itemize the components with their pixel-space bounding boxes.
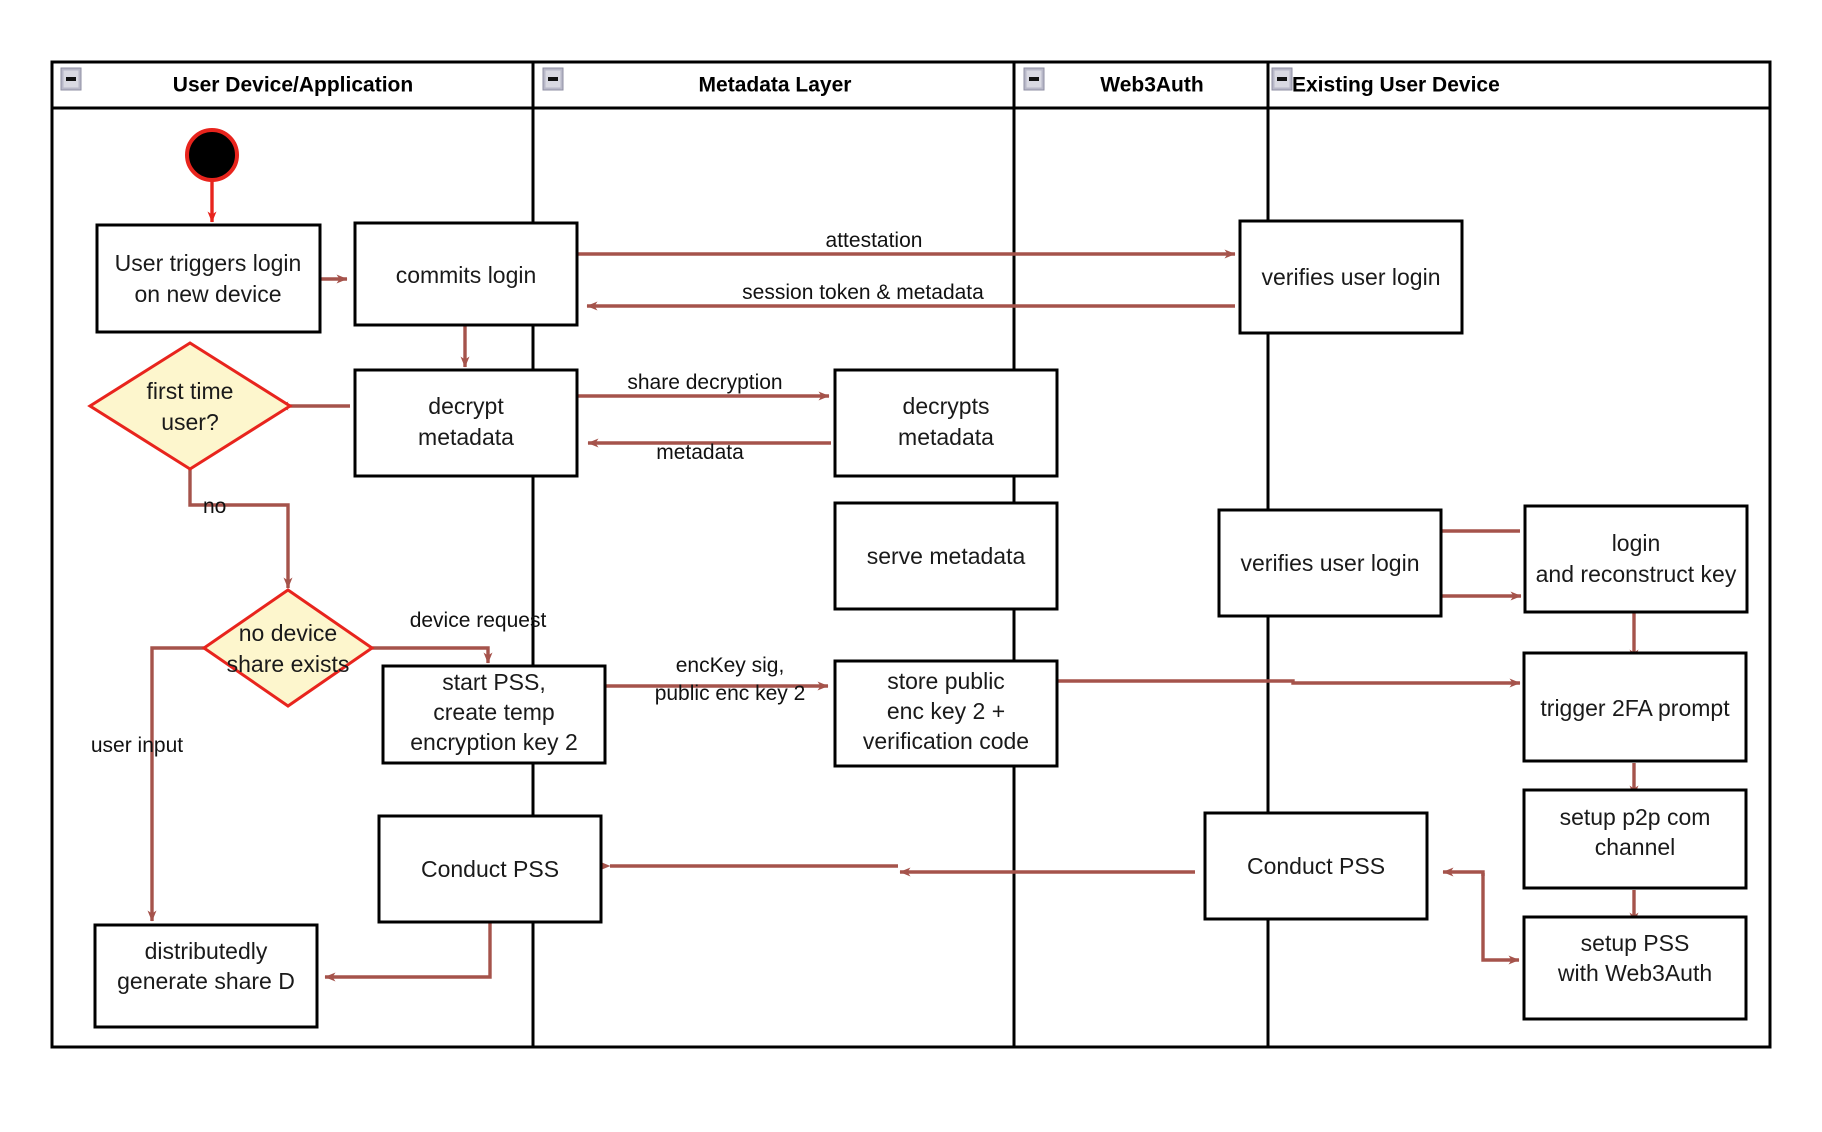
flow-branch-to-setuppss (1481, 873, 1520, 965)
node-conduct-pss-user[interactable]: Conduct PSS (377, 814, 603, 924)
lane-title-existing-device: Existing User Device (1292, 74, 1500, 97)
node-user-triggers-login[interactable]: User triggers login on new device (95, 223, 322, 334)
node-label-line1: distributedly (145, 938, 268, 964)
node-label-line2: share exists (227, 651, 350, 677)
minimize-icon[interactable] (60, 67, 82, 91)
node-label-line3: encryption key 2 (410, 729, 577, 755)
node-label-line2: channel (1595, 834, 1676, 860)
flow-conductpss-to-share-d (324, 922, 492, 982)
edge-label-enckey-1: encKey sig, (676, 654, 785, 677)
edge-label-session-token: session token & metadata (742, 281, 984, 304)
node-label-line2: with Web3Auth (1557, 960, 1712, 986)
node-label: Conduct PSS (1247, 853, 1385, 879)
edge-label-attestation: attestation (826, 229, 923, 252)
minimize-icon[interactable] (1271, 67, 1293, 91)
edge-label-share-decryption: share decryption (627, 371, 782, 394)
node-label-line1: decrypts (903, 393, 990, 419)
node-label: serve metadata (867, 543, 1026, 569)
node-label-line1: store public (887, 668, 1005, 694)
node-label-line2: generate share D (117, 968, 295, 994)
node-start-pss[interactable]: start PSS, create temp encryption key 2 (381, 664, 607, 765)
node-label-line3: verification code (863, 728, 1029, 754)
edge-label-no: no (203, 495, 226, 518)
node-commits-login[interactable]: commits login (353, 221, 579, 327)
node-label: Conduct PSS (421, 856, 559, 882)
edge-label-device-request: device request (410, 609, 547, 632)
edge-label-user-input: user input (91, 734, 183, 757)
node-verifies-user-login-2[interactable]: verifies user login (1217, 508, 1443, 618)
initial-node (185, 128, 239, 182)
node-setup-p2p-com-channel[interactable]: setup p2p com channel (1522, 788, 1748, 890)
node-login-and-reconstruct-key[interactable]: login and reconstruct key (1523, 504, 1749, 614)
node-label-line2: on new device (134, 281, 281, 307)
node-label: trigger 2FA prompt (1540, 695, 1730, 721)
node-serve-metadata[interactable]: serve metadata (833, 501, 1059, 611)
flow-device-request (372, 646, 493, 664)
node-label-line1: login (1612, 530, 1661, 556)
node-verifies-user-login-1[interactable]: verifies user login (1238, 219, 1464, 335)
node-store-public-enc-key[interactable]: store public enc key 2 + verification co… (833, 659, 1059, 768)
flow-no-branch (188, 466, 293, 589)
node-label-line1: no device (239, 620, 337, 646)
node-label-line1: setup p2p com (1560, 804, 1711, 830)
lane-title-web3auth: Web3Auth (1100, 74, 1203, 97)
node-conduct-pss-web3auth[interactable]: Conduct PSS (1203, 811, 1429, 921)
node-no-device-share-exists[interactable]: no device share exists (201, 588, 375, 708)
minimize-icon[interactable] (1023, 67, 1045, 91)
node-label-line2: create temp (433, 699, 554, 725)
node-distributedly-generate-share-d[interactable]: distributedly generate share D (93, 923, 319, 1029)
node-label-line2: and reconstruct key (1536, 561, 1737, 587)
lane-title-metadata: Metadata Layer (699, 74, 852, 97)
node-label-line1: first time (147, 378, 234, 404)
node-label-line2: user? (161, 409, 219, 435)
edge-label-enckey-2: public enc key 2 (655, 682, 806, 705)
node-label: commits login (396, 262, 537, 288)
node-label-line1: User triggers login (115, 250, 302, 276)
lane-header-user-device[interactable]: User Device/Application (60, 67, 413, 97)
node-label-line1: start PSS, (442, 669, 546, 695)
lane-header-web3auth[interactable]: Web3Auth (1023, 67, 1204, 97)
node-decrypt-metadata[interactable]: decrypt metadata (353, 368, 579, 478)
node-label: verifies user login (1241, 550, 1420, 576)
lane-header-metadata[interactable]: Metadata Layer (542, 67, 852, 97)
node-trigger-2fa-prompt[interactable]: trigger 2FA prompt (1522, 651, 1748, 763)
flow-store-to-2fa (1053, 678, 1521, 688)
edge-label-metadata: metadata (656, 441, 744, 464)
node-label-line2: enc key 2 + (887, 698, 1005, 724)
node-label-line1: decrypt (428, 393, 504, 419)
node-first-time-user[interactable]: first time user? (87, 341, 293, 471)
node-label-line2: metadata (418, 424, 514, 450)
node-label-line2: metadata (898, 424, 994, 450)
lane-header-existing-device[interactable]: Existing User Device (1271, 67, 1500, 97)
lane-title-user-device: User Device/Application (173, 74, 413, 97)
flow-branch-to-conductpss-w3a (1442, 867, 1485, 877)
node-decrypts-metadata[interactable]: decrypts metadata (833, 368, 1059, 478)
minimize-icon[interactable] (542, 67, 564, 91)
node-label: verifies user login (1262, 264, 1441, 290)
flow-user-input (147, 646, 205, 922)
node-setup-pss-with-web3auth[interactable]: setup PSS with Web3Auth (1522, 915, 1748, 1021)
node-label-line1: setup PSS (1581, 930, 1690, 956)
